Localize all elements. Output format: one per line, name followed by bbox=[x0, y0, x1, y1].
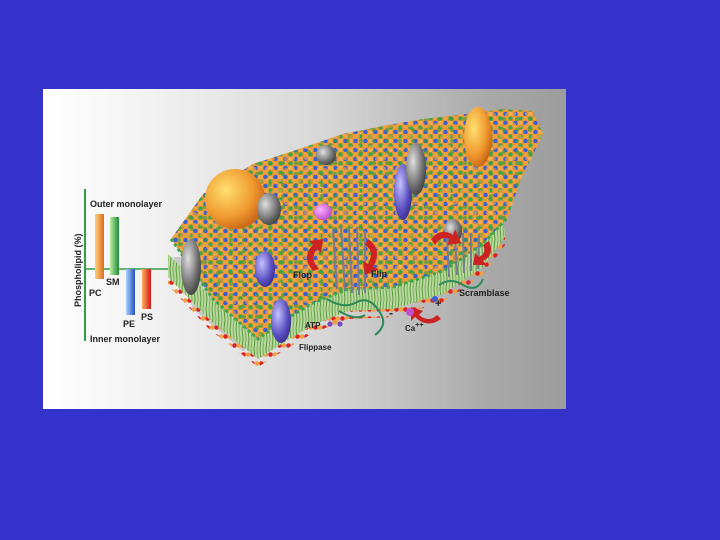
sm-label: SM bbox=[106, 277, 120, 287]
calcium-charge: ++ bbox=[415, 322, 423, 329]
grey-protein-mid bbox=[257, 193, 281, 225]
grey-protein-right bbox=[406, 143, 426, 195]
phospholipid-chart: Phospholipid (%) Outer monolayer SM PC P… bbox=[73, 189, 171, 344]
calcium-symbol: Ca bbox=[405, 324, 416, 333]
pc-bar-outer bbox=[95, 214, 104, 269]
pc-bar-inner bbox=[95, 269, 104, 279]
pc-label: PC bbox=[89, 288, 102, 298]
blue-protein-bottom bbox=[271, 299, 291, 343]
sm-bar-inner bbox=[110, 269, 119, 275]
flippase-label: Flippase bbox=[299, 343, 332, 352]
purple-protein bbox=[314, 204, 332, 220]
scramblase-label: Scramblase bbox=[459, 288, 510, 298]
minus-sign: - bbox=[389, 306, 393, 320]
orange-protein-top bbox=[464, 107, 492, 167]
blue-protein-front bbox=[255, 251, 275, 287]
plus-sign: + bbox=[435, 298, 441, 310]
membrane-illustration: Flop Flip Scramblase + - ATP Flippase Ca… bbox=[168, 107, 543, 367]
sm-bar-outer bbox=[110, 217, 119, 269]
large-orange-protein bbox=[205, 169, 265, 229]
atp-label: ATP bbox=[305, 321, 321, 330]
grey-protein-left bbox=[181, 239, 201, 295]
calcium-ion-icon bbox=[406, 308, 414, 316]
ps-label: PS bbox=[141, 312, 153, 322]
pe-label: PE bbox=[123, 319, 135, 329]
y-axis-label: Phospholipid (%) bbox=[73, 234, 83, 308]
ps-bar-inner bbox=[142, 269, 151, 309]
flop-label: Flop bbox=[293, 270, 312, 280]
flip-label: Flip bbox=[371, 269, 387, 279]
pe-bar-inner bbox=[126, 269, 135, 315]
inner-monolayer-label: Inner monolayer bbox=[90, 334, 161, 344]
grey-protein-top bbox=[316, 145, 336, 165]
calcium-label: Ca++ bbox=[405, 322, 423, 333]
membrane-figure: Phospholipid (%) Outer monolayer SM PC P… bbox=[43, 89, 566, 409]
outer-monolayer-label: Outer monolayer bbox=[90, 199, 163, 209]
